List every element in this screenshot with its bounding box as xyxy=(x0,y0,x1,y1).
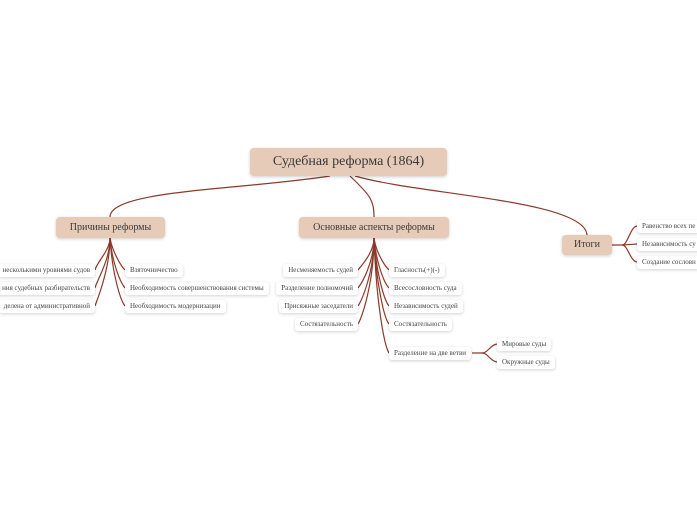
cause-right-3[interactable]: Необходимость модернизации xyxy=(125,300,226,313)
results-node[interactable]: Итоги xyxy=(562,235,612,255)
cause-right-2[interactable]: Необходимость совершенствования системы xyxy=(125,282,269,295)
aspect-left-3[interactable]: Присяжные заседатели xyxy=(279,300,358,313)
aspect-left-1[interactable]: Несменяемость судей xyxy=(283,264,358,277)
cause-left-3[interactable]: делена от административной xyxy=(0,300,95,313)
result-2[interactable]: Независимость су xyxy=(637,238,697,251)
aspects-node[interactable]: Основные аспекты реформы xyxy=(299,217,449,238)
aspect-left-2[interactable]: Разделение полномочий xyxy=(276,282,358,295)
causes-node[interactable]: Причины реформы xyxy=(56,217,165,238)
result-3[interactable]: Создание сословн xyxy=(637,256,697,269)
result-1[interactable]: Равенство всех пе xyxy=(637,220,697,233)
aspect-right-2[interactable]: Всесословность суда xyxy=(389,282,462,295)
cause-right-1[interactable]: Взяточничество xyxy=(125,264,183,277)
cause-left-2[interactable]: ния судебных разбирательств xyxy=(0,282,95,295)
aspect-right-5[interactable]: Разделение на две ветви xyxy=(389,347,472,360)
aspect-left-4[interactable]: Состязательность xyxy=(295,318,358,331)
branch-2[interactable]: Окружные суды xyxy=(497,356,555,369)
branch-1[interactable]: Мировые суды xyxy=(497,338,552,351)
aspect-right-1[interactable]: Гласность(+)(-) xyxy=(389,264,445,277)
cause-left-1[interactable]: несколькими уровнями судов xyxy=(0,264,95,277)
root-node[interactable]: Судебная реформа (1864) xyxy=(250,148,447,176)
aspect-right-3[interactable]: Независимость судей xyxy=(389,300,463,313)
aspect-right-4[interactable]: Состязательность xyxy=(389,318,452,331)
